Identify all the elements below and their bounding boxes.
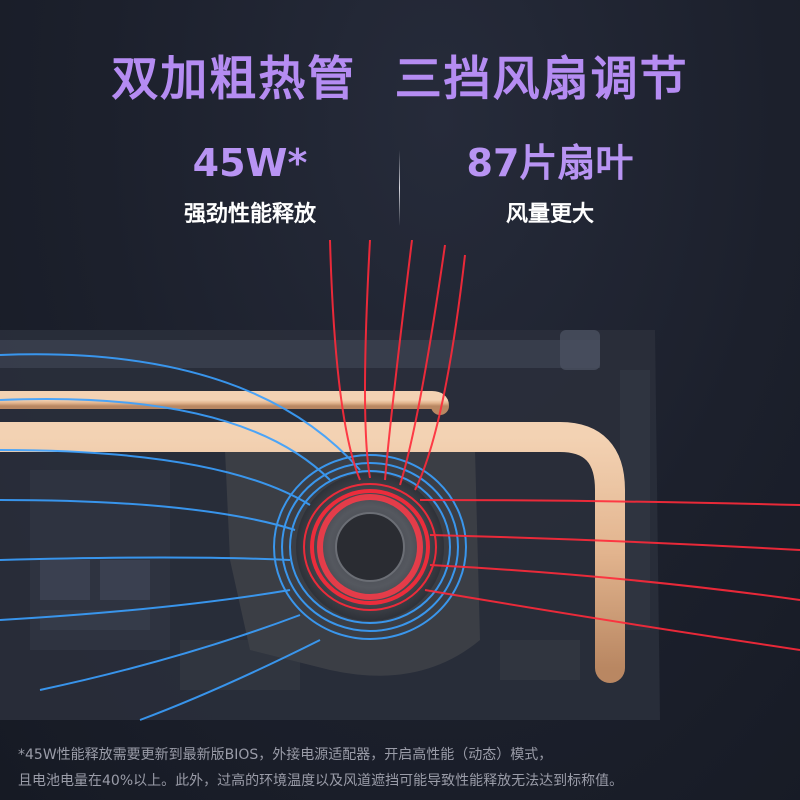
airflow-hot [303,240,800,651]
fan-glow-ring [317,494,423,600]
cooling-illustration [0,240,800,721]
headline: 双加粗热管 三挡风扇调节 [0,40,800,109]
headline-heatpipe: 双加粗热管 [111,52,357,107]
airflow-cold [0,353,467,721]
spec-blades-value: 87片扇叶 [466,141,634,185]
spec-blades-label: 风量更大 [505,202,594,227]
headline-fan: 三挡风扇调节 [394,52,689,107]
heat-pipes [0,391,625,683]
footnote: *45W性能释放需要更新到最新版BIOS，外接电源适配器，开启高性能（动态）模式… [18,742,788,794]
spec-divider [399,150,400,226]
spec-power-label: 强劲性能释放 [183,202,316,227]
footnote-line-2: 且电池电量在40%以上。此外，过高的环境温度以及风道遮挡可能导致性能释放无法达到… [18,773,624,789]
footnote-line-1: *45W性能释放需要更新到最新版BIOS，外接电源适配器，开启高性能（动态）模式… [18,747,553,763]
spec-power: 45W* 强劲性能释放 [80,140,420,228]
spec-blades: 87片扇叶 风量更大 [380,140,720,228]
spec-power-value: 45W* [192,141,308,185]
